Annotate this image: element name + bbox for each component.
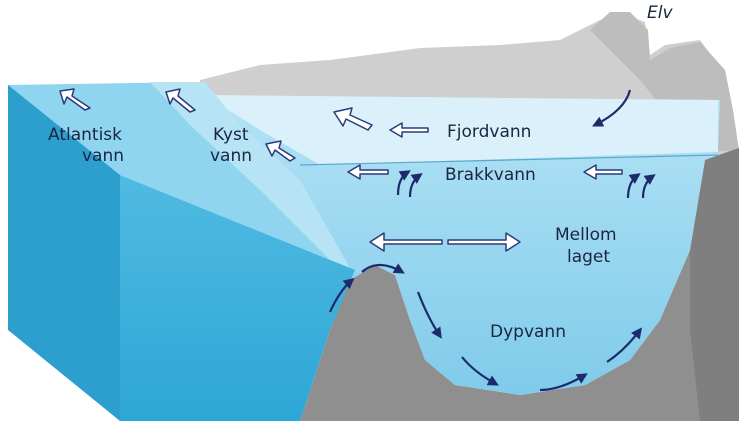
atlantic-water-label: Atlantisk bbox=[48, 125, 122, 145]
middle-layer-label-2: laget bbox=[567, 247, 610, 267]
atlantic-water-label-2: vann bbox=[82, 146, 124, 166]
fjord-water-label: Fjordvann bbox=[447, 122, 531, 142]
middle-layer-label: Mellom bbox=[555, 225, 617, 245]
brackish-water-label: Brakkvann bbox=[445, 165, 536, 185]
river-label: Elv bbox=[647, 3, 673, 23]
coastal-water-label-2: vann bbox=[210, 146, 252, 166]
coastal-water-label: Kyst bbox=[213, 125, 249, 145]
deep-water-label: Dypvann bbox=[490, 322, 566, 342]
